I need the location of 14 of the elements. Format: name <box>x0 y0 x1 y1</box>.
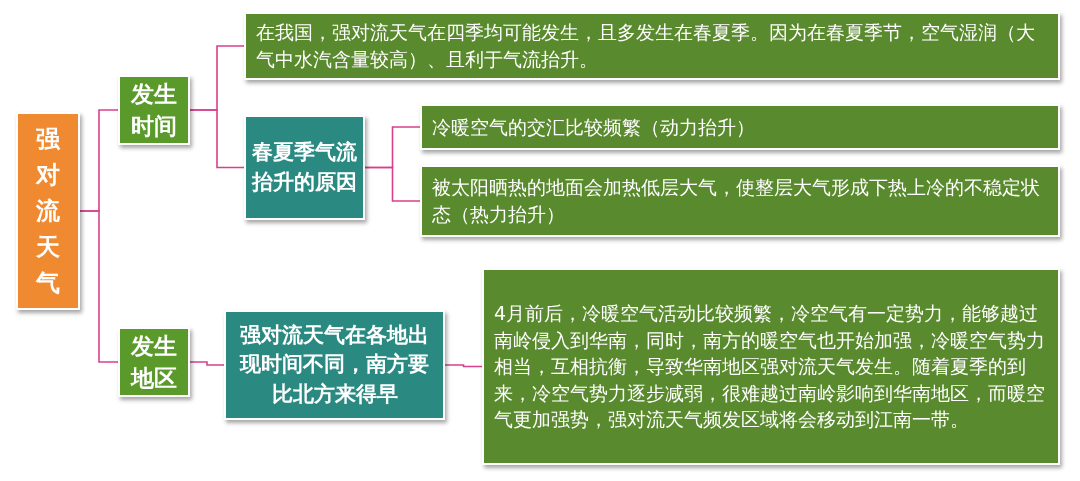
topic-box: 发生地区 <box>118 327 190 397</box>
topic-box: 发生时间 <box>118 75 190 145</box>
connector-line <box>444 364 483 368</box>
connector-line <box>189 361 225 366</box>
connector-line <box>364 166 421 202</box>
subtopic-box: 强对流天气在各地出现时间不同，南方要比北方来得早 <box>224 310 445 420</box>
text-box: 在我国，强对流天气在四季均可能发生，且多发生在春夏季。因为在春夏季节，空气湿润（大气中水汽含量较高）、且利于气流抬升。 <box>244 12 1060 80</box>
text-box: 4月前后，冷暖空气活动比较频繁，冷空气有一定势力，能够越过南岭侵入到华南，同时，南方的暖空气也开始加强，冷暖空气势力相当，互相抗衡，导致华南地区强对流天气发生。随着夏季的到来，冷空气势力逐步减弱，很难越过南岭影响到华南地区，而暖空气更加强势，强对流天气频发区域将会移动到江南一带。 <box>482 268 1060 465</box>
root-box: 强对流天气 <box>16 112 80 310</box>
text-box: 冷暖空气的交汇比较频繁（动力抬升） <box>420 104 1060 150</box>
subtopic-box: 春夏季气流抬升的原因 <box>244 115 365 220</box>
connector-line <box>79 210 119 363</box>
text-box: 被太阳晒热的地面会加热低层大气，使整层大气形成下热上冷的不稳定状态（热力抬升） <box>420 165 1060 237</box>
connector-line <box>189 109 245 169</box>
